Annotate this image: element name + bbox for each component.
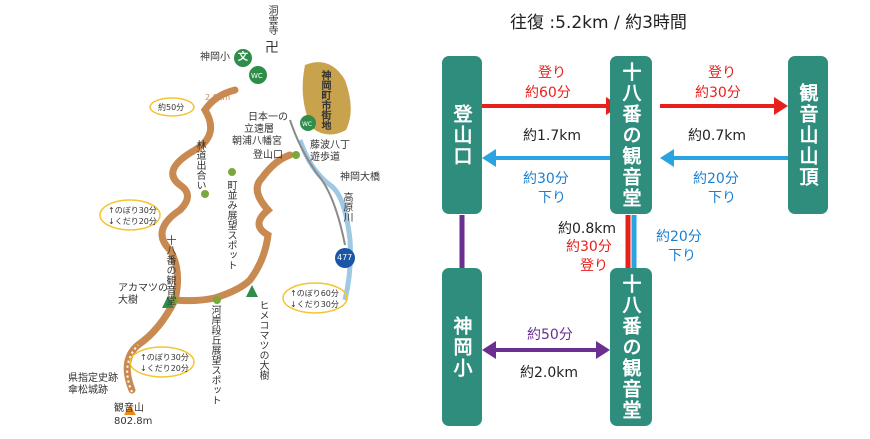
down-arrow-2-head: [660, 149, 674, 167]
summit-icon: [124, 405, 136, 415]
summit-altitude: 802.8m: [114, 416, 153, 427]
machinami-point: [228, 168, 236, 176]
wc-icon-2: [300, 115, 316, 131]
s2-up-time: 約30分: [695, 85, 741, 101]
s1-up-time: 約60分: [525, 85, 571, 101]
shrine-line1: 日本一の: [248, 112, 288, 123]
node-kannondo-bottom: 十八番の観音堂: [610, 268, 652, 426]
purple-arrow-head-right: [596, 341, 610, 359]
purple-arrow-head-left: [482, 341, 496, 359]
diagram-title: 往復 :5.2km / 約3時間: [510, 13, 687, 33]
wc-label: WC: [251, 72, 263, 80]
hiking-trail-link: [171, 294, 219, 305]
kawara-point: [213, 296, 221, 304]
s3-time: 約50分: [527, 327, 573, 343]
s3-distance: 約2.0km: [520, 365, 579, 381]
akamatsu-label: アカマツの大樹: [118, 283, 168, 306]
kannondo-label: 十八番の観音堂: [164, 235, 175, 305]
c1-up: ↑のぼり30分: [108, 206, 157, 215]
node-summit: 観音山山頂: [788, 56, 828, 214]
v-distance: 約0.8km: [558, 221, 617, 237]
temple-label: 洞雲寺: [266, 5, 277, 35]
v-down-time: 約20分: [656, 229, 702, 245]
s2-up-label: 登り: [708, 65, 736, 81]
node-trailhead: 登山口: [442, 56, 482, 214]
route-map: 洞雲寺 卍 神岡小 文 WC WC 神岡町市街地 日本一の 立遠層 朝浦八幡宮 …: [0, 0, 420, 435]
trailhead-label: 登山口: [253, 150, 283, 161]
s2-distance: 約0.7km: [688, 128, 747, 144]
kawara-label: 河岸段丘展望スポット: [209, 305, 220, 405]
c1-down: ↓くだり20分: [108, 217, 157, 226]
time-oval-2: [282, 282, 348, 314]
akamatsu-tree-icon: [162, 296, 174, 308]
time-oval-1: [99, 199, 161, 231]
river-label: 高原川: [341, 192, 352, 222]
summit-label: 観音山: [114, 403, 144, 414]
road-477-label: 477: [337, 253, 353, 262]
c3-down: ↓くだり20分: [140, 364, 189, 373]
c2-up: ↑のぼり60分: [290, 289, 339, 298]
rindo-label: 林道出合い: [194, 140, 205, 190]
town-area: [302, 62, 351, 135]
s2-down-time: 約20分: [693, 171, 739, 187]
rindo-point: [201, 190, 209, 198]
road-477-sign: [335, 248, 355, 268]
kannondo-point: [170, 296, 178, 304]
v-up-time: 約30分: [566, 239, 612, 255]
diagram-connectors: [459, 97, 788, 359]
himekomatsu-label: ヒメコマツの大樹: [257, 300, 268, 380]
city-street-label: 神岡町市街地: [319, 70, 330, 130]
shrine-line3: 朝浦八幡宮: [232, 136, 282, 147]
school-symbol: 文: [238, 52, 248, 63]
time-oval-3: [129, 346, 195, 378]
time-50: 約50分: [158, 103, 185, 112]
s1-down-time: 約30分: [523, 171, 569, 187]
v-down-label: 下り: [668, 248, 696, 264]
s1-distance: 約1.7km: [523, 128, 582, 144]
machinami-label: 町並み展望スポット: [225, 180, 236, 270]
up-arrow-2-head: [774, 97, 788, 115]
wc-icon: [249, 66, 267, 84]
trailhead-point: [292, 151, 300, 159]
node-school: 神岡小: [442, 268, 482, 426]
shrine-line2: 立遠層: [244, 124, 274, 135]
s2-down-label: 下り: [708, 190, 736, 206]
yusando-label: 藤波八丁遊歩道: [310, 140, 350, 163]
s1-up-label: 登り: [538, 65, 566, 81]
time-oval-50: [149, 97, 195, 117]
himekomatsu-tree-icon: [246, 285, 258, 297]
c2-down: ↓くだり30分: [290, 300, 339, 309]
main-road: [289, 119, 346, 246]
temple-icon: 卍: [265, 40, 279, 56]
wc-label-2: WC: [302, 121, 313, 128]
s1-down-label: 下り: [538, 190, 566, 206]
dist-2km: 2.0km: [205, 93, 231, 102]
route-diagram: 往復 :5.2km / 約3時間 登山口 十八番の観音堂 観音山山頂 神岡小 十…: [420, 0, 870, 435]
hiking-trail: [123, 86, 294, 394]
v-up-label: 登り: [580, 258, 608, 274]
castle-label: 県指定史跡 傘松城跡: [68, 373, 118, 396]
school-label: 神岡小: [200, 52, 230, 63]
node-kannondo-top: 十八番の観音堂: [610, 56, 652, 214]
c3-up: ↑のぼり30分: [140, 353, 189, 362]
school-icon: [234, 49, 252, 67]
trail-dots: [126, 344, 139, 393]
bridge-label: 神岡大橋: [340, 172, 380, 183]
down-arrow-1-head: [482, 149, 496, 167]
map-canvas: [99, 49, 355, 415]
